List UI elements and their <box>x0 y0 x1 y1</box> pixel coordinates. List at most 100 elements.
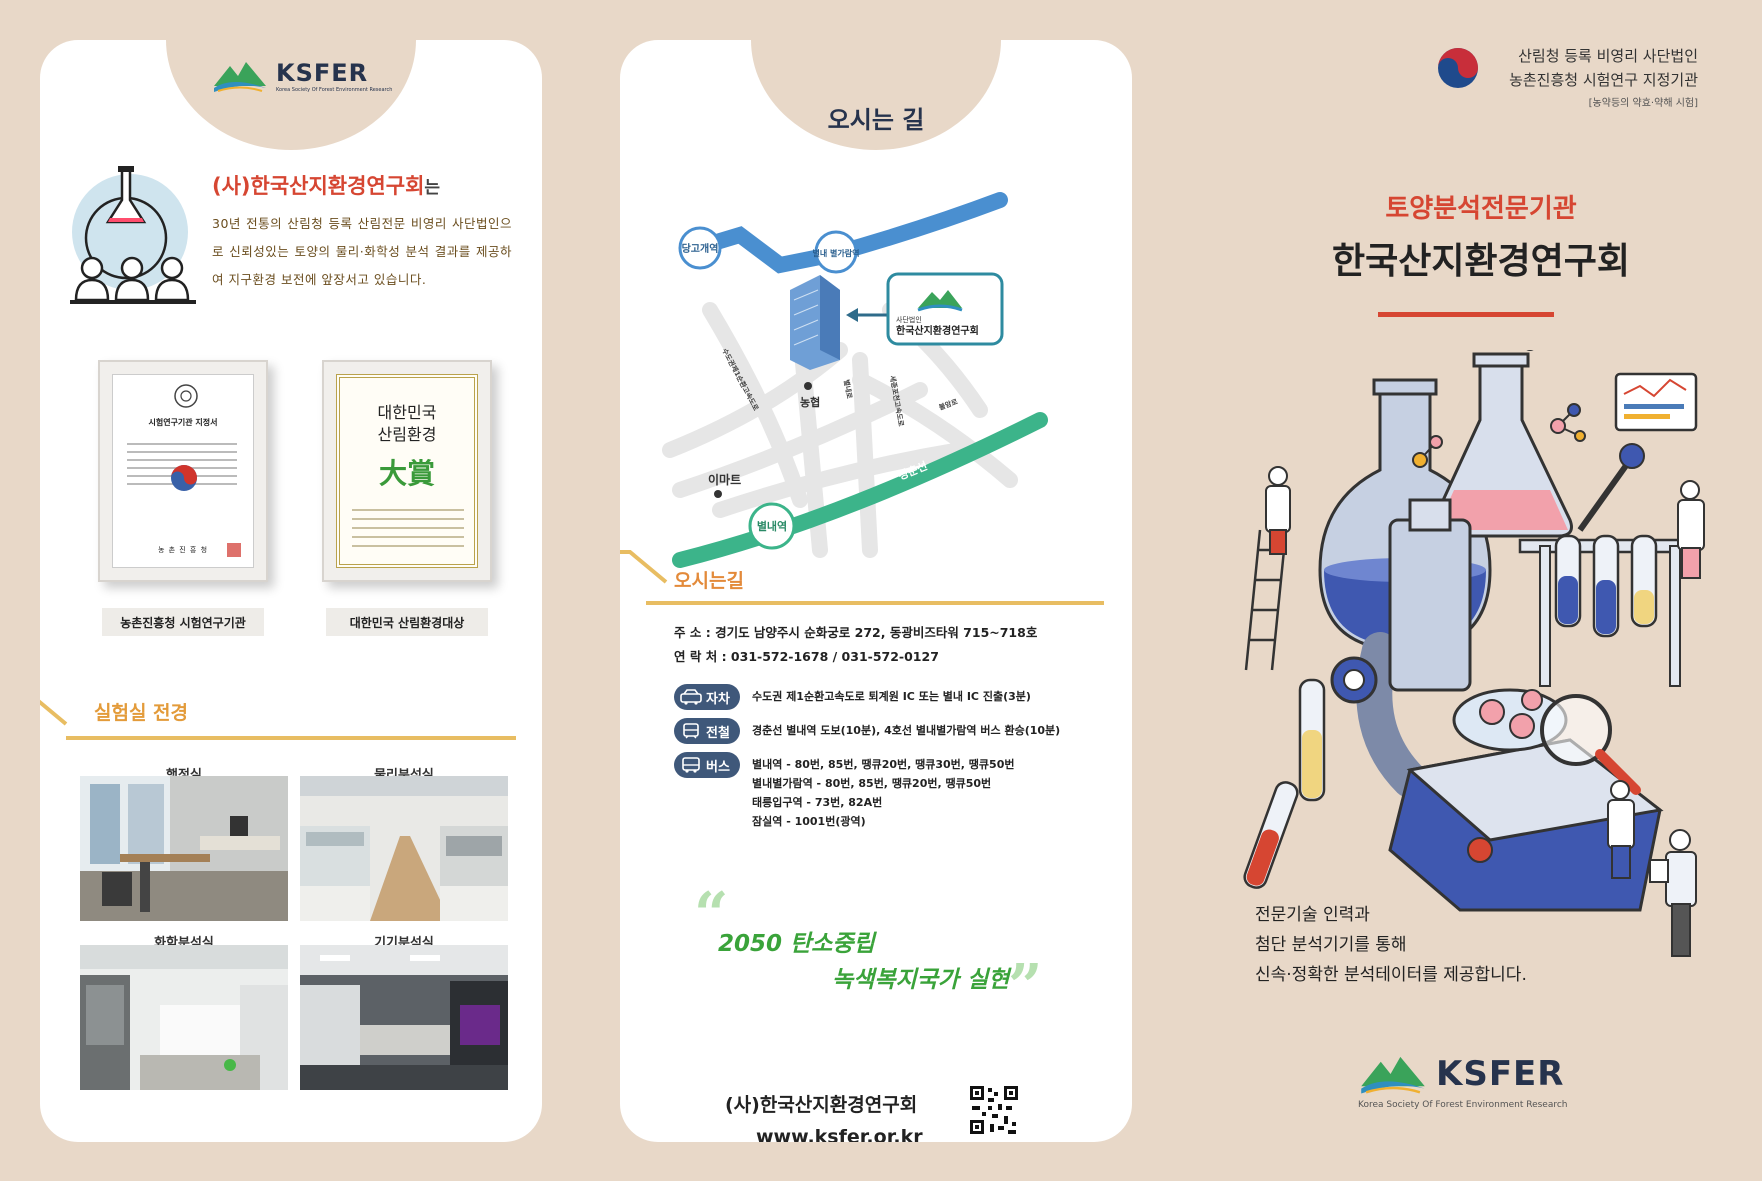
cover-title: 한국산지환경연구회 <box>1331 241 1631 282</box>
bus-badge-label: 버스 <box>706 759 730 775</box>
section-bracket-icon <box>620 550 668 584</box>
org-location-tag: 사단법인 한국산지환경연구회 <box>886 272 1004 346</box>
panel-directions: 오시는 길 당고개역 별내 별가람역 4호선 <box>620 40 1132 1142</box>
address-row: 주 소 : 경기도 남양주시 순화궁로 272, 동광비즈타워 715~718호 <box>674 622 1037 641</box>
laboratory-illustration <box>1243 350 1705 957</box>
station-label-byeollaebyeolga: 별내 별가람역 <box>813 248 860 258</box>
scientist-figure <box>1265 466 1291 555</box>
address-section-title: 오시는길 <box>674 570 744 592</box>
station-label-byeollae: 별내역 <box>757 519 787 533</box>
car-icon <box>680 689 702 705</box>
certificate-designation: 시험연구기관 지정서 농 촌 진 흥 청 <box>98 360 268 582</box>
footer-website[interactable]: www.ksfer.or.kr <box>756 1126 923 1142</box>
bus-badge: 버스 <box>674 752 740 778</box>
contact-label: 연 락 처 <box>674 649 718 664</box>
government-taegeuk-icon <box>1438 48 1478 88</box>
station-label-danggogae: 당고개역 <box>682 242 719 255</box>
logo-wordmark: KSFER <box>276 59 369 87</box>
panel-cover: 산림청 등록 비영리 사단법인 농촌진흥청 시험연구 지정기관 [농약등의 약효… <box>1200 0 1762 1181</box>
nh-marker <box>804 382 812 390</box>
emart-marker <box>714 490 722 498</box>
bus-directions-line: 태릉입구역 - 73번, 82A번 <box>752 796 883 809</box>
mountain-logo-icon <box>1361 1056 1425 1094</box>
intro-suffix: 는 <box>424 178 441 198</box>
taegeuk-seal-icon <box>171 465 197 491</box>
arrow-left-icon <box>846 308 858 322</box>
gov-testing-note: [농약등의 약효·약해 시험] <box>1588 98 1698 109</box>
road-label-2: 별내로 <box>842 379 854 400</box>
transport-subway: 전철 경춘선 별내역 도보(10분), 4호선 별내별가람역 버스 환승(10분… <box>674 718 1060 744</box>
close-quote-icon: ” <box>1008 952 1043 1022</box>
logo-wordmark: KSFER <box>1436 1054 1565 1094</box>
mountain-logo-icon <box>214 62 266 92</box>
footer-org-name: (사)한국산지환경연구회 <box>725 1094 918 1116</box>
car-directions: 수도권 제1순환고속도로 퇴계원 IC 또는 별내 IC 진출(3분) <box>752 684 1031 706</box>
title-underline <box>1378 312 1554 317</box>
panel-introduction: KSFER Korea Society Of Forest Environmen… <box>40 40 542 1142</box>
subway-badge-label: 전철 <box>706 725 730 741</box>
ksfer-logo: KSFER Korea Society Of Forest Environmen… <box>212 58 392 94</box>
bus-directions-line: 별내별가람역 - 80번, 85번, 땡큐20번, 땡큐50번 <box>752 777 992 790</box>
scientist-figure <box>1649 829 1697 957</box>
road-label-4: 불암로 <box>938 397 960 412</box>
logo-subtitle: Korea Society Of Forest Environment Rese… <box>276 87 393 93</box>
car-directions-line: 수도권 제1순환고속도로 퇴계원 IC 또는 별내 IC 진출(3분) <box>752 690 1031 703</box>
section-divider <box>646 601 1104 605</box>
photo-instrument-lab <box>300 945 508 1090</box>
bus-directions-line: 잠실역 - 1001번(광역) <box>752 815 866 828</box>
cover-subtitle: 토양분석전문기관 <box>1385 194 1577 224</box>
address-value: : 경기도 남양주시 순화궁로 272, 동광비즈타워 715~718호 <box>705 625 1038 640</box>
open-quote-icon: “ <box>694 880 729 950</box>
photo-admin-office <box>80 776 288 921</box>
lab-section-title: 실험실 전경 <box>94 702 189 724</box>
transport-car: 자차 수도권 제1순환고속도로 퇴계원 IC 또는 별내 IC 진출(3분) <box>674 684 1031 710</box>
gov-registration-line: 산림청 등록 비영리 사단법인 <box>1518 47 1698 65</box>
cover-description-line: 전문기술 인력과 <box>1255 905 1370 925</box>
train-icon <box>683 723 699 739</box>
contact-row: 연 락 처 : 031-572-1678 / 031-572-0127 <box>674 646 939 665</box>
org-tag-small-label: 사단법인 <box>896 315 922 324</box>
car-badge-label: 자차 <box>706 691 730 707</box>
panel-notch <box>166 40 416 150</box>
award-title-line1: 대한민국 <box>377 403 437 422</box>
cover-description-line: 첨단 분석기기를 통해 <box>1255 935 1407 955</box>
photo-chemical-lab <box>80 945 288 1090</box>
subway-badge: 전철 <box>674 718 740 744</box>
scientist-figure <box>1677 480 1705 579</box>
bus-directions-line: 별내역 - 80번, 85번, 땡큐20번, 땡큐30번, 땡큐50번 <box>752 758 1015 771</box>
car-badge: 자차 <box>674 684 740 710</box>
certificate-issuer: 농 촌 진 흥 청 <box>157 546 209 554</box>
certificate-caption-1: 농촌진흥청 시험연구기관 <box>102 608 264 636</box>
section-divider <box>66 736 516 740</box>
cover-description: 전문기술 인력과 첨단 분석기기를 통해 신속·정확한 분석테이터를 제공합니다… <box>1255 900 1527 990</box>
bus-icon <box>682 757 700 773</box>
cover-description-line: 신속·정확한 분석테이터를 제공합니다. <box>1255 965 1527 985</box>
photo-physical-lab <box>300 776 508 921</box>
gov-designation-line: 농촌진흥청 시험연구 지정기관 <box>1509 71 1698 89</box>
scientist-figure <box>1607 780 1635 879</box>
bus-directions: 별내역 - 80번, 85번, 땡큐20번, 땡큐30번, 땡큐50번 별내별가… <box>752 752 1014 831</box>
intro-description: 30년 전통의 산림청 등록 산림전문 비영리 사단법인으로 신뢰성있는 토양의… <box>212 216 512 287</box>
nh-label: 농협 <box>800 395 820 409</box>
slogan-line1: 2050 탄소중립 <box>718 931 875 957</box>
building-icon <box>790 275 840 370</box>
directions-title: 오시는 길 <box>827 106 925 134</box>
certificate-award: 대한민국 산림환경 大賞 <box>322 360 492 582</box>
qr-code-icon[interactable] <box>968 1084 1020 1136</box>
location-map: 당고개역 별내 별가람역 4호선 사단법인 한국산지환경연구회 농협 <box>662 192 1048 568</box>
award-big-title: 大賞 <box>378 457 435 490</box>
intro-org-name: (사)한국산지환경연구회 <box>212 174 425 198</box>
contact-value: : 031-572-1678 / 031-572-0127 <box>721 649 939 664</box>
subway-directions-line: 경춘선 별내역 도보(10분), 4호선 별내별가람역 버스 환승(10분) <box>752 724 1061 737</box>
address-label: 주 소 <box>674 625 702 640</box>
logo-subtitle: Korea Society Of Forest Environment Rese… <box>1358 1100 1568 1110</box>
station-byeollaebyeolga: 별내 별가람역 <box>813 230 860 274</box>
emart-label: 이마트 <box>708 472 741 487</box>
certificate-heading: 시험연구기관 지정서 <box>148 418 218 427</box>
certificate-caption-2: 대한민국 산림환경대상 <box>326 608 488 636</box>
slogan-line2: 녹색복지국가 실현 <box>832 967 1010 993</box>
award-title-line2: 산림환경 <box>377 425 437 444</box>
ksfer-logo: KSFER <box>1358 1052 1564 1096</box>
lab-researchers-icon <box>70 166 196 304</box>
station-danggogae: 당고개역 <box>678 226 722 270</box>
